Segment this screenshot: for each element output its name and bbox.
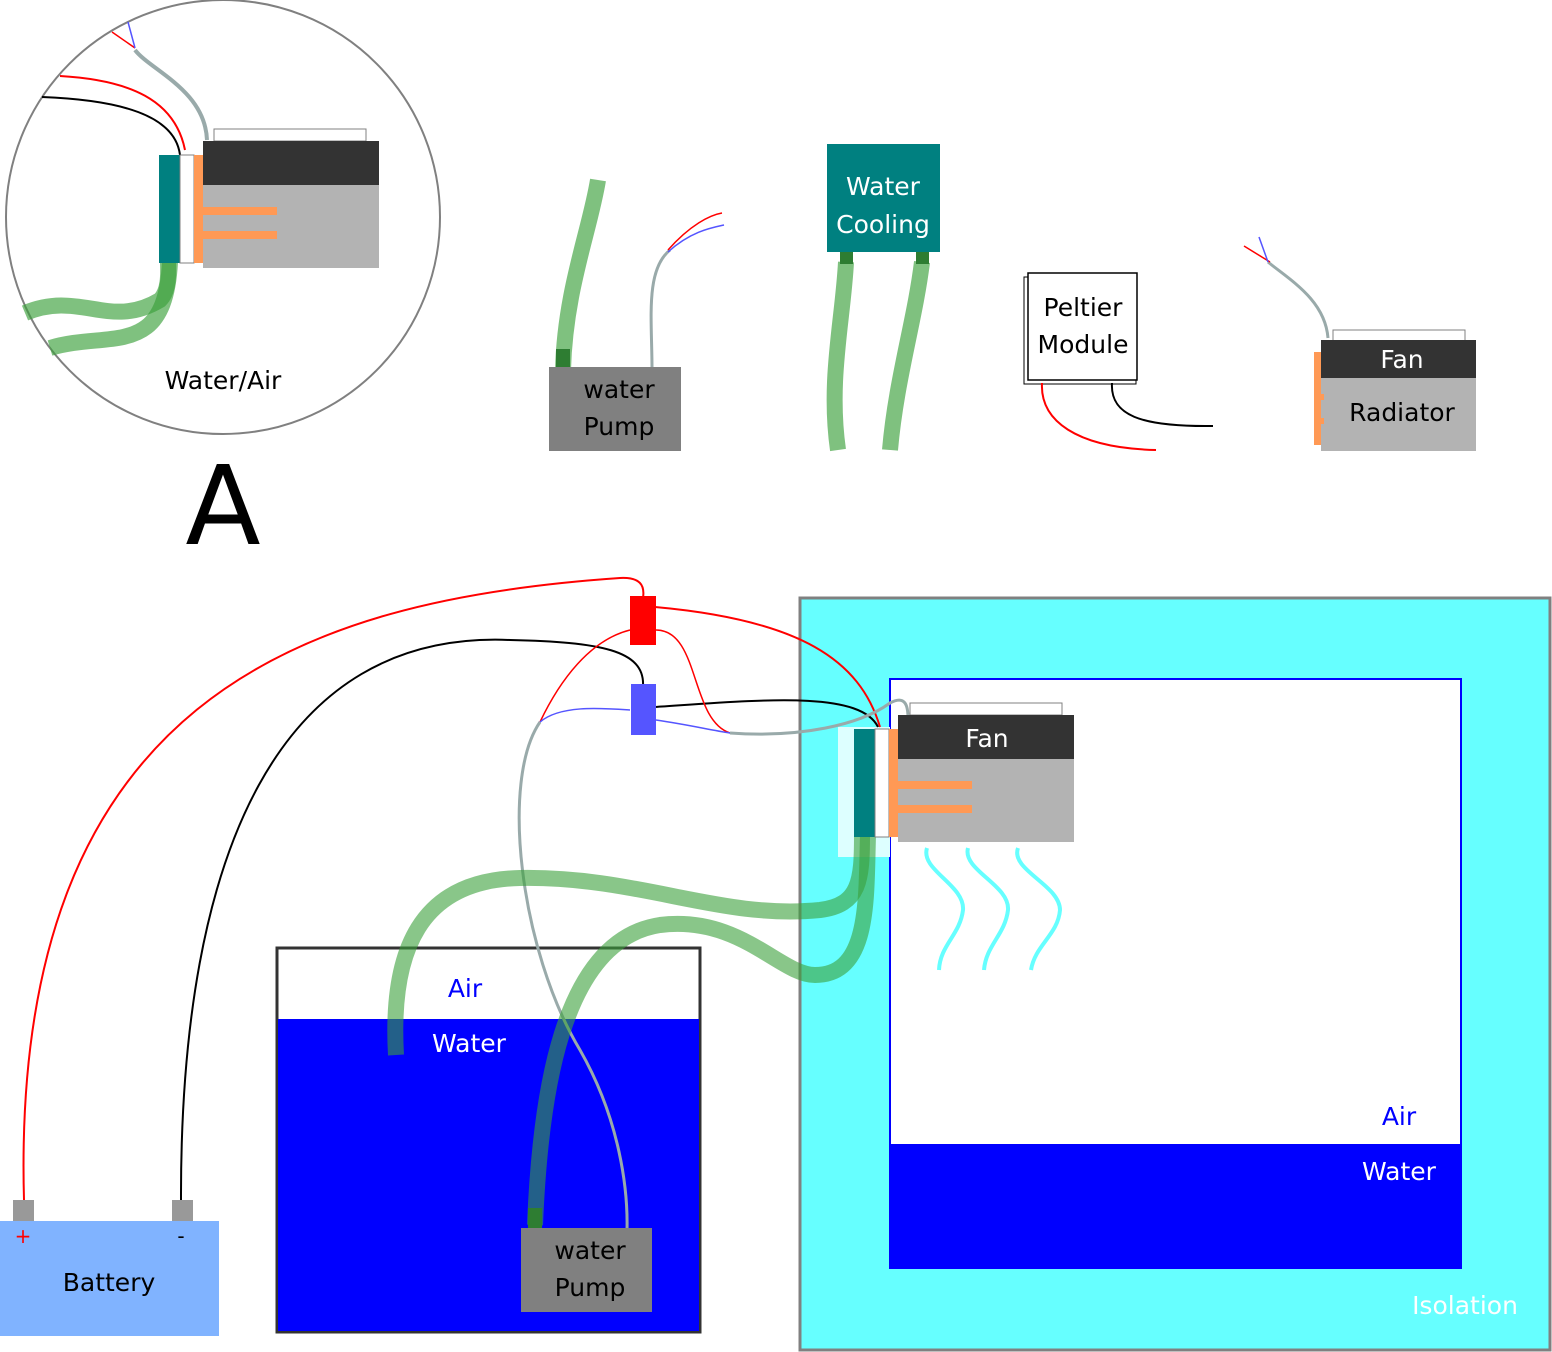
red-wire-to-pump [539, 629, 631, 723]
system-pump-label-line1: water [554, 1236, 626, 1265]
peltier-black-wire [1110, 382, 1214, 428]
water-cooling-label-line1: Water [846, 172, 921, 201]
negative-connector [631, 684, 656, 735]
fan-red-wire [1243, 245, 1271, 263]
system-pump-label-line2: Pump [555, 1273, 626, 1302]
detail-heatpipe-1 [198, 207, 277, 215]
battery-negative-wire [179, 638, 645, 1201]
pump-blue-wire [667, 224, 725, 253]
chamber-water [890, 1144, 1461, 1268]
detail-heatpipe-2 [198, 231, 277, 239]
red-wire-to-fan [655, 629, 731, 734]
cooling-hose-right [882, 261, 930, 451]
peltier-module [1027, 272, 1138, 381]
pump-label-line1: water [583, 375, 655, 404]
detail-fan-cable [133, 48, 209, 141]
chamber-air-label: Air [1382, 1102, 1417, 1131]
system-fan [898, 715, 1074, 759]
battery-label: Battery [63, 1268, 156, 1297]
peltier-label-line1: Peltier [1044, 293, 1124, 322]
hose-tank-inlet [387, 834, 870, 1056]
blue-wire-to-fan [655, 719, 731, 734]
radiator-body [1321, 378, 1476, 451]
system-pump-body [521, 1228, 652, 1312]
fan-cable-system [729, 698, 910, 736]
tank-air-label: Air [448, 974, 483, 1003]
battery-terminal-negative [172, 1200, 193, 1221]
system-radiator [898, 759, 1074, 842]
detail-letter: A [185, 442, 260, 570]
peltier-red-wire [1040, 382, 1157, 451]
pump-red-wire [667, 212, 723, 251]
detail-water-block [159, 155, 180, 263]
detail-fan [203, 141, 379, 185]
fan-top-plate [1332, 329, 1466, 342]
detail-red-wire-top [111, 31, 136, 49]
system-heatpipe-2 [893, 805, 972, 813]
peltier-label-line2: Module [1038, 330, 1129, 359]
system-heatpipe-1 [893, 781, 972, 789]
detail-fan-top [213, 128, 367, 142]
radiator-heatpipe-1 [1314, 394, 1324, 400]
cooling-fitting-left [840, 250, 853, 264]
battery-positive-wire [22, 576, 645, 1201]
pump-label-line2: Pump [584, 412, 655, 441]
system-water-block [854, 729, 875, 837]
water-cooling-label-line2: Cooling [836, 210, 930, 239]
detail-blue-wire-top [127, 21, 136, 49]
isolation-label: Isolation [1412, 1291, 1518, 1320]
positive-connector [630, 596, 656, 645]
system-peltier [874, 728, 890, 838]
detail-hose-2 [47, 261, 178, 356]
fan-label: Fan [1380, 345, 1423, 374]
system-fan-label: Fan [965, 724, 1008, 753]
cold-air-wave-3 [1015, 847, 1063, 971]
pump-hose-fitting [556, 349, 570, 369]
red-wire-to-peltier [654, 606, 881, 728]
component-water-cooling: Water Cooling [826, 144, 940, 452]
detail-a: Water/Air [5, 0, 441, 435]
tank-water-label: Water [432, 1029, 507, 1058]
battery-minus-label: - [177, 1224, 184, 1248]
pump-body [549, 367, 681, 451]
radiator-label: Radiator [1349, 398, 1455, 427]
cooling-fitting-right [916, 250, 929, 264]
detail-peltier [179, 154, 195, 264]
detail-radiator [203, 185, 379, 268]
component-fan-radiator: Fan Radiator [1243, 236, 1476, 451]
system-pump-fitting [528, 1208, 542, 1228]
fan-blue-wire [1258, 236, 1269, 263]
system-fan-top [909, 702, 1063, 716]
battery [0, 1221, 219, 1336]
hose-pump-outlet [527, 834, 876, 1226]
fan-cable [1267, 260, 1330, 339]
component-peltier: Peltier Module [1023, 272, 1214, 451]
component-water-pump: water Pump [549, 178, 725, 451]
pump-cable [649, 248, 671, 369]
blue-wire-to-pump [539, 707, 631, 723]
chamber-water-label: Water [1362, 1157, 1437, 1186]
cooling-hose-left [826, 261, 854, 452]
cold-air-wave-1 [924, 847, 965, 971]
battery-plus-label: + [15, 1224, 32, 1248]
water-cooling-block [827, 144, 940, 252]
detail-caption: Water/Air [165, 366, 282, 395]
radiator-heatpipe-2 [1314, 418, 1324, 424]
cold-air-wave-2 [965, 847, 1010, 971]
pump-hose [555, 178, 606, 371]
detail-red-wire [59, 75, 186, 151]
fan-body [1321, 340, 1476, 378]
battery-terminal-positive [13, 1200, 34, 1221]
detail-black-wire [41, 96, 181, 156]
